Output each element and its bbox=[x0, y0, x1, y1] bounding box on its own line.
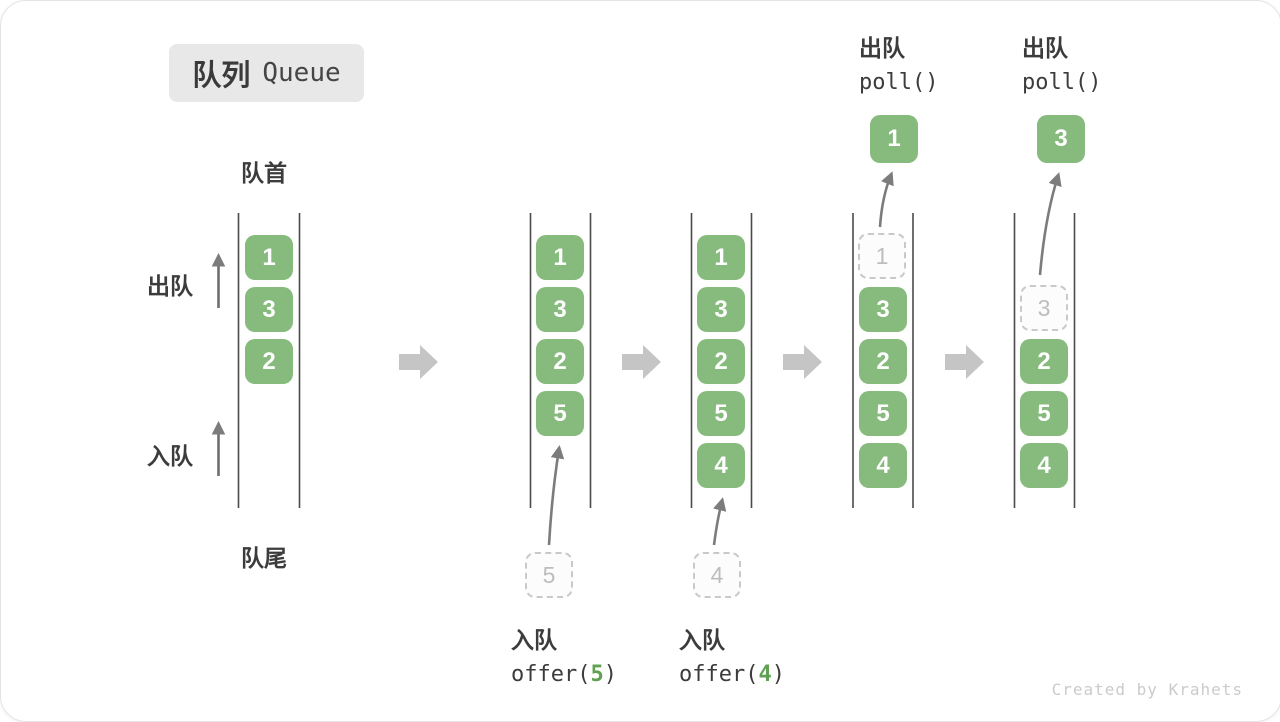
poll2-code: poll() bbox=[1022, 70, 1102, 95]
watermark: Created by Krahets bbox=[1051, 680, 1243, 699]
queue3-cell: 1 bbox=[697, 235, 745, 280]
title-en: Queue bbox=[262, 58, 341, 88]
operation-offer4: 入队 offer(4) bbox=[679, 621, 785, 687]
queue4-popped-cell: 1 bbox=[870, 115, 918, 163]
queue-rear-label: 队尾 bbox=[241, 545, 287, 571]
queue5-cell: 5 bbox=[1020, 391, 1068, 436]
poll-arrow-3 bbox=[1038, 172, 1062, 276]
title-badge: 队列 Queue bbox=[169, 44, 364, 102]
queue2-incoming-cell: 5 bbox=[525, 552, 573, 598]
queue4-cell: 3 bbox=[859, 287, 907, 332]
queue2-cell: 3 bbox=[536, 287, 584, 332]
title-zh: 队列 bbox=[192, 60, 251, 92]
queue2-cell: 2 bbox=[536, 339, 584, 384]
poll1-label: 出队 bbox=[859, 35, 905, 61]
queue-walls bbox=[237, 213, 1076, 508]
queue5-removed-cell: 3 bbox=[1020, 285, 1068, 331]
poll2-label: 出队 bbox=[1022, 35, 1068, 61]
operation-poll-2: 出队 poll() bbox=[1022, 29, 1101, 95]
queue5-cell: 2 bbox=[1020, 339, 1068, 384]
queue3-cell: 5 bbox=[697, 391, 745, 436]
queue4-cell: 5 bbox=[859, 391, 907, 436]
queue4-cell: 2 bbox=[859, 339, 907, 384]
offer5-label: 入队 bbox=[511, 627, 557, 653]
poll-arrow-1 bbox=[878, 171, 894, 228]
queue-front-label: 队首 bbox=[241, 160, 287, 186]
queue3-cell: 2 bbox=[697, 339, 745, 384]
enqueue-arrow-offer5 bbox=[547, 444, 565, 546]
operation-offer5: 入队 offer(5) bbox=[511, 621, 617, 687]
queue3-cell: 4 bbox=[697, 443, 745, 488]
offer4-label: 入队 bbox=[679, 627, 725, 653]
queue4-cell: 4 bbox=[859, 443, 907, 488]
queue4-removed-cell: 1 bbox=[858, 233, 906, 279]
enqueue-arrow-offer4 bbox=[712, 497, 727, 546]
enqueue-label: 入队 bbox=[147, 443, 193, 469]
offer5-code: offer(5) bbox=[511, 662, 617, 687]
queue3-cell: 3 bbox=[697, 287, 745, 332]
offer4-code: offer(4) bbox=[679, 662, 785, 687]
operation-poll-1: 出队 poll() bbox=[859, 29, 938, 95]
queue2-cell: 5 bbox=[536, 391, 584, 436]
queue2-cell: 1 bbox=[536, 235, 584, 280]
queue5-cell: 4 bbox=[1020, 443, 1068, 488]
poll1-code: poll() bbox=[859, 70, 939, 95]
queue1-cell: 2 bbox=[245, 339, 293, 384]
queue5-popped-cell: 3 bbox=[1037, 115, 1085, 163]
queue1-cell: 3 bbox=[245, 287, 293, 332]
dequeue-label: 出队 bbox=[147, 273, 193, 299]
queue3-incoming-cell: 4 bbox=[693, 552, 741, 598]
queue1-cell: 1 bbox=[245, 235, 293, 280]
